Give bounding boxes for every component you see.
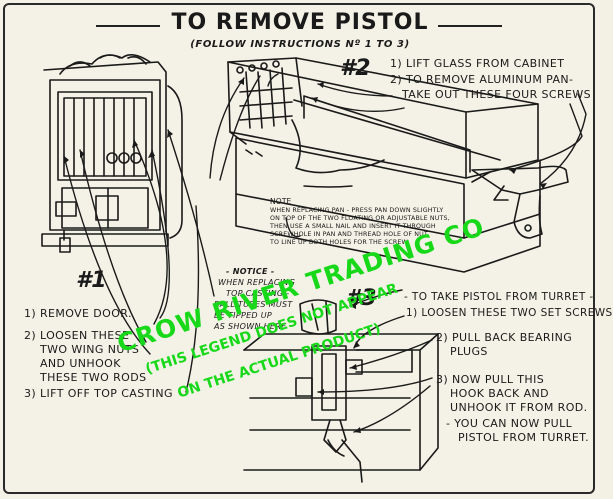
step3-line-2: 1) LOOSEN THESE TWO SET SCREWS [406,307,613,319]
step1-line-3: TWO WING NUTS [40,343,140,356]
notice-line-3: BALL TUBES MUST [214,300,293,309]
arrowheads [64,78,547,433]
sheet-border [3,3,595,494]
title-rule-left [96,25,160,27]
step2-note-line-1: WHEN REPLACING PAN - PRESS PAN DOWN SLIG… [270,207,444,214]
step-two-marker: #2 [340,56,371,81]
step-three-marker: #3 [346,286,377,311]
notice-heading: - NOTICE - [226,267,275,276]
title-rule-right [438,25,502,27]
step2-note-line-4: SCREWHOLE IN PAN AND THREAD HOLE OF NUT [270,231,428,238]
step3-line-5: 3) NOW PULL THIS [436,373,545,386]
instruction-sheet: TO REMOVE PISTOL (FOLLOW INSTRUCTIONS Nº… [3,3,613,494]
step2-note-line-3: THEN USE A SMALL NAIL AND INSERT IT THRO… [270,223,436,230]
step1-line-2: 2) LOOSEN THESE [24,329,130,342]
notice-line-4: BE TIPPED UP [214,311,273,320]
step1-line-1: 1) REMOVE DOOR. [24,307,132,320]
step3-line-8: - YOU CAN NOW PULL [446,417,573,430]
diagram-artwork [41,54,587,483]
step1-line-4: AND UNHOOK [40,357,121,370]
step-one-marker: #1 [76,268,107,293]
cabinet-pan-illustration [227,57,569,273]
step1-line-5: THESE TWO RODS [40,371,147,384]
turret-illustration [243,299,439,483]
step2-line-3: TAKE OUT THESE FOUR SCREWS [402,88,592,101]
step3-line-6: HOOK BACK AND [450,387,549,400]
step2-line-1: 1) LIFT GLASS FROM CABINET [390,57,565,70]
cabinet-front-illustration [41,54,183,253]
step3-line-4: PLUGS [450,345,488,358]
step1-line-6: 3) LIFT OFF TOP CASTING [24,387,173,400]
step3-line-1: - TO TAKE PISTOL FROM TURRET - [404,291,594,303]
step3-line-9: PISTOL FROM TURRET. [458,431,589,444]
step2-line-2: 2) TO REMOVE ALUMINUM PAN- [390,73,574,86]
notice-line-1: WHEN REPLACING [218,278,296,287]
step2-note-line-2: ON TOP OF THE TWO FLOATING OR ADJUSTABLE… [270,215,450,222]
step2-note-heading: NOTE [270,197,292,206]
leader-lines [63,73,587,433]
notice-line-5: AS SHOWN HERE [214,322,287,331]
page-subtitle: (FOLLOW INSTRUCTIONS Nº 1 TO 3) [190,39,410,50]
notice-line-2: TOP CASTING - [226,289,290,298]
step3-line-3: 2) PULL BACK BEARING [436,331,573,344]
step2-note-line-5: TO LINE UP BOTH HOLES FOR THE SCREW [270,239,408,246]
step3-line-7: UNHOOK IT FROM ROD. [450,401,588,414]
page-title: TO REMOVE PISTOL [171,10,429,35]
